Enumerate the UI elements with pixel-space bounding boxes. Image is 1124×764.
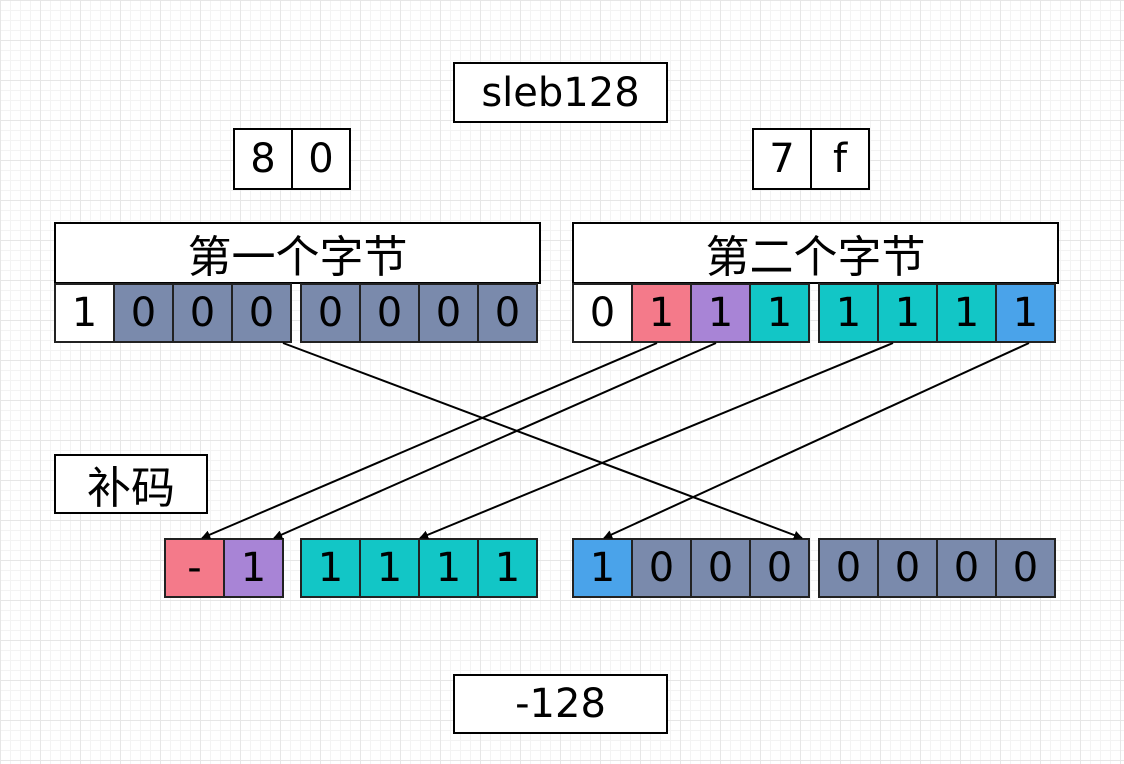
- bit-cell: 0: [113, 283, 174, 343]
- byte1-low-nibble: 0 0 0 0: [300, 283, 538, 343]
- result-group-2: 1 1 1 1: [300, 538, 538, 598]
- bit-cell: 0: [172, 283, 233, 343]
- hex-digit: 7: [752, 128, 812, 190]
- arrow-line: [282, 342, 803, 540]
- bit-cell: 0: [936, 538, 997, 598]
- bit-cell: 0: [818, 538, 879, 598]
- result-group-4: 0 0 0 0: [818, 538, 1056, 598]
- bit-cell: 1: [690, 283, 751, 343]
- bit-cell: 0: [300, 283, 361, 343]
- bit-cell: 0: [418, 283, 479, 343]
- bit-cell: 1: [223, 538, 284, 598]
- hex-digit: f: [810, 128, 870, 190]
- result-group-3: 1 0 0 0: [572, 538, 810, 598]
- diagram-title: sleb128: [453, 62, 668, 123]
- result-sign-group: - 1: [164, 538, 284, 598]
- hex-digit: 8: [233, 128, 293, 190]
- hex-byte-2: 7 f: [752, 128, 870, 190]
- byte2-low-nibble: 1 1 1 1: [818, 283, 1056, 343]
- bit-cell: 1: [995, 283, 1056, 343]
- byte2-high-nibble: 0 1 1 1: [572, 283, 810, 343]
- arrow-line: [201, 342, 658, 539]
- bit-cell: 1: [936, 283, 997, 343]
- bit-cell: 0: [877, 538, 938, 598]
- bit-cell: 1: [359, 538, 420, 598]
- bit-cell: 1: [572, 538, 633, 598]
- bit-cell: 0: [995, 538, 1056, 598]
- bit-cell: 0: [749, 538, 810, 598]
- bit-cell: 1: [818, 283, 879, 343]
- arrow-line: [273, 342, 717, 539]
- result-value: -128: [453, 674, 668, 734]
- sign-cell: -: [164, 538, 225, 598]
- hex-digit: 0: [291, 128, 351, 190]
- hex-byte-1: 8 0: [233, 128, 351, 190]
- bit-cell: 1: [749, 283, 810, 343]
- bit-cell: 0: [231, 283, 292, 343]
- second-byte-label: 第二个字节: [572, 222, 1059, 284]
- bit-cell: 0: [359, 283, 420, 343]
- bit-cell: 1: [54, 283, 115, 343]
- bit-cell: 1: [631, 283, 692, 343]
- bit-cell: 0: [572, 283, 633, 343]
- bit-cell: 0: [477, 283, 538, 343]
- bit-cell: 0: [690, 538, 751, 598]
- complement-label: 补码: [54, 454, 208, 514]
- first-byte-label: 第一个字节: [54, 222, 541, 284]
- bit-cell: 1: [877, 283, 938, 343]
- bit-cell: 1: [300, 538, 361, 598]
- bit-cell: 0: [631, 538, 692, 598]
- bit-cell: 1: [477, 538, 538, 598]
- arrow-line: [603, 342, 1030, 539]
- arrow-line: [419, 342, 894, 540]
- byte1-high-nibble: 1 0 0 0: [54, 283, 292, 343]
- bit-cell: 1: [418, 538, 479, 598]
